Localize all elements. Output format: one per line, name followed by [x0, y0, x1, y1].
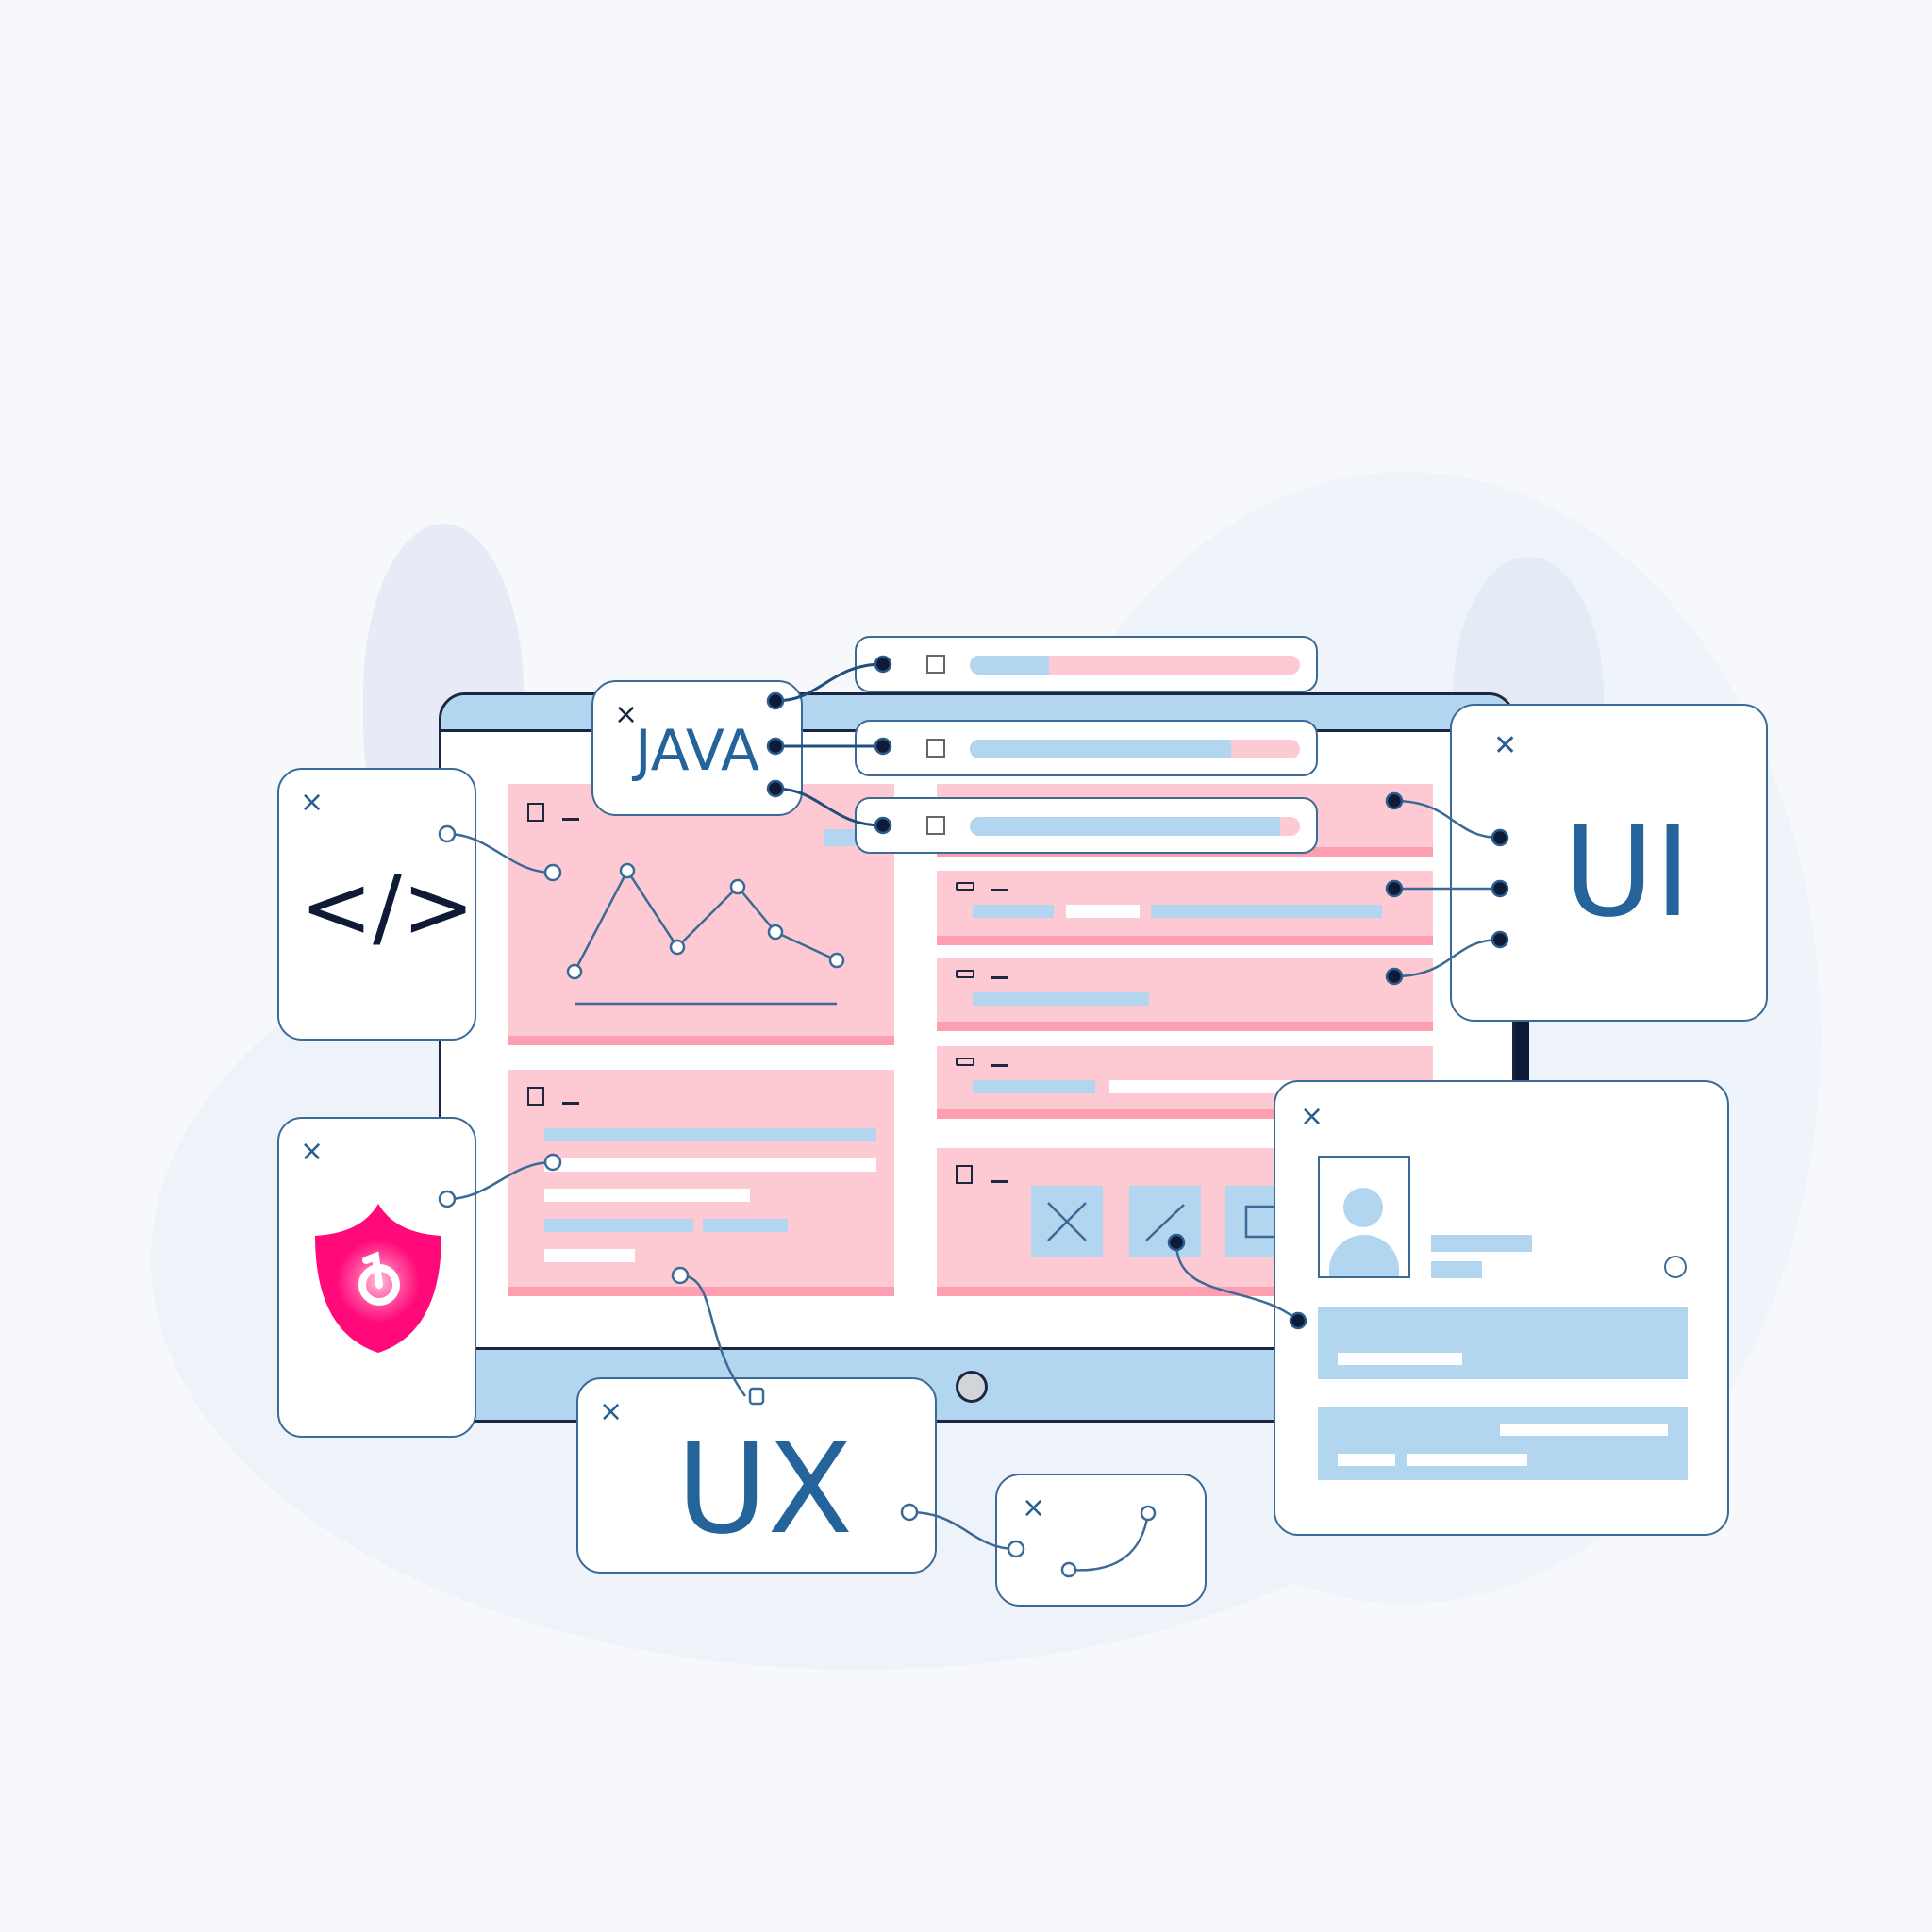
- window-maximize-icon[interactable]: [956, 1165, 973, 1184]
- text-line: [544, 1128, 876, 1141]
- text-line: [544, 1219, 693, 1232]
- checkbox[interactable]: [926, 739, 945, 758]
- chart-label-bar: [824, 829, 862, 846]
- code-icon: </>: [300, 857, 475, 958]
- close-icon[interactable]: ×: [1300, 1100, 1324, 1133]
- line-icon: [1145, 1204, 1185, 1241]
- text-line: [544, 1158, 876, 1172]
- progress-bar-fill: [970, 656, 1049, 675]
- curve-card[interactable]: ×: [995, 1474, 1207, 1607]
- profile-field: [1318, 1307, 1688, 1379]
- row-field: [973, 905, 1054, 918]
- dash-icon: [991, 1064, 1008, 1067]
- row-field: [973, 1080, 1095, 1093]
- close-icon[interactable]: ×: [614, 698, 639, 731]
- avatar: [1318, 1156, 1410, 1278]
- progress-bar: [970, 656, 1300, 675]
- ui-card[interactable]: ✕ UI: [1450, 704, 1768, 1022]
- java-card[interactable]: × JAVA: [591, 680, 803, 816]
- close-icon: [1047, 1202, 1087, 1241]
- progress-bar: [970, 817, 1300, 836]
- close-icon[interactable]: ×: [300, 1135, 325, 1168]
- bezier-curve-icon: [1060, 1505, 1157, 1578]
- progress-bar-fill: [970, 740, 1231, 758]
- window-maximize-icon[interactable]: [527, 1087, 544, 1106]
- ux-label: UX: [676, 1417, 854, 1562]
- row-field: [1151, 905, 1382, 918]
- text-panel: [508, 1070, 894, 1296]
- checkbox[interactable]: [926, 655, 945, 674]
- list-row[interactable]: [937, 958, 1433, 1031]
- profile-subtitle-line: [1431, 1261, 1482, 1278]
- ux-card[interactable]: × UX: [576, 1377, 937, 1574]
- field-text-line: [1407, 1454, 1527, 1466]
- user-avatar-body-icon: [1329, 1235, 1399, 1276]
- close-tool-button[interactable]: [1031, 1186, 1103, 1257]
- profile-name-line: [1431, 1235, 1532, 1252]
- profile-card[interactable]: ×: [1274, 1080, 1729, 1536]
- progress-card[interactable]: [855, 797, 1318, 854]
- code-card[interactable]: × </>: [277, 768, 476, 1041]
- chart-panel: [508, 784, 894, 1045]
- java-label: JAVA: [635, 718, 760, 784]
- shield-card[interactable]: ×: [277, 1117, 476, 1438]
- list-row[interactable]: [937, 871, 1433, 945]
- close-icon[interactable]: ×: [1022, 1491, 1046, 1524]
- profile-field: [1318, 1407, 1688, 1480]
- monitor-power-button[interactable]: [956, 1371, 988, 1403]
- progress-card[interactable]: [855, 636, 1318, 692]
- checkbox[interactable]: [926, 816, 945, 835]
- close-icon[interactable]: ✕: [1493, 729, 1518, 762]
- window-minimize-icon[interactable]: [991, 1180, 1008, 1183]
- window-maximize-icon[interactable]: [527, 803, 544, 822]
- window-icon: [956, 970, 974, 978]
- window-minimize-icon[interactable]: [562, 818, 579, 821]
- close-icon[interactable]: ×: [599, 1395, 624, 1428]
- window-icon: [956, 882, 974, 891]
- text-line: [703, 1219, 788, 1232]
- progress-bar: [970, 740, 1300, 758]
- text-line: [544, 1249, 635, 1262]
- text-line: [544, 1189, 750, 1202]
- field-text-line: [1338, 1353, 1462, 1365]
- row-field: [973, 992, 1149, 1006]
- ui-label: UI: [1563, 800, 1691, 945]
- dash-icon: [991, 976, 1008, 979]
- field-text-line: [1500, 1424, 1668, 1436]
- dash-icon: [991, 889, 1008, 891]
- shield-power-icon: [315, 1204, 441, 1353]
- user-avatar-head-icon: [1343, 1188, 1383, 1227]
- radio-button[interactable]: [1664, 1256, 1687, 1278]
- progress-card[interactable]: [855, 720, 1318, 776]
- close-icon[interactable]: ×: [300, 786, 325, 819]
- field-text-line: [1338, 1454, 1395, 1466]
- progress-bar-fill: [970, 817, 1280, 836]
- row-field: [1066, 905, 1140, 918]
- line-tool-button[interactable]: [1129, 1186, 1201, 1257]
- window-icon: [956, 1058, 974, 1066]
- window-minimize-icon[interactable]: [562, 1102, 579, 1105]
